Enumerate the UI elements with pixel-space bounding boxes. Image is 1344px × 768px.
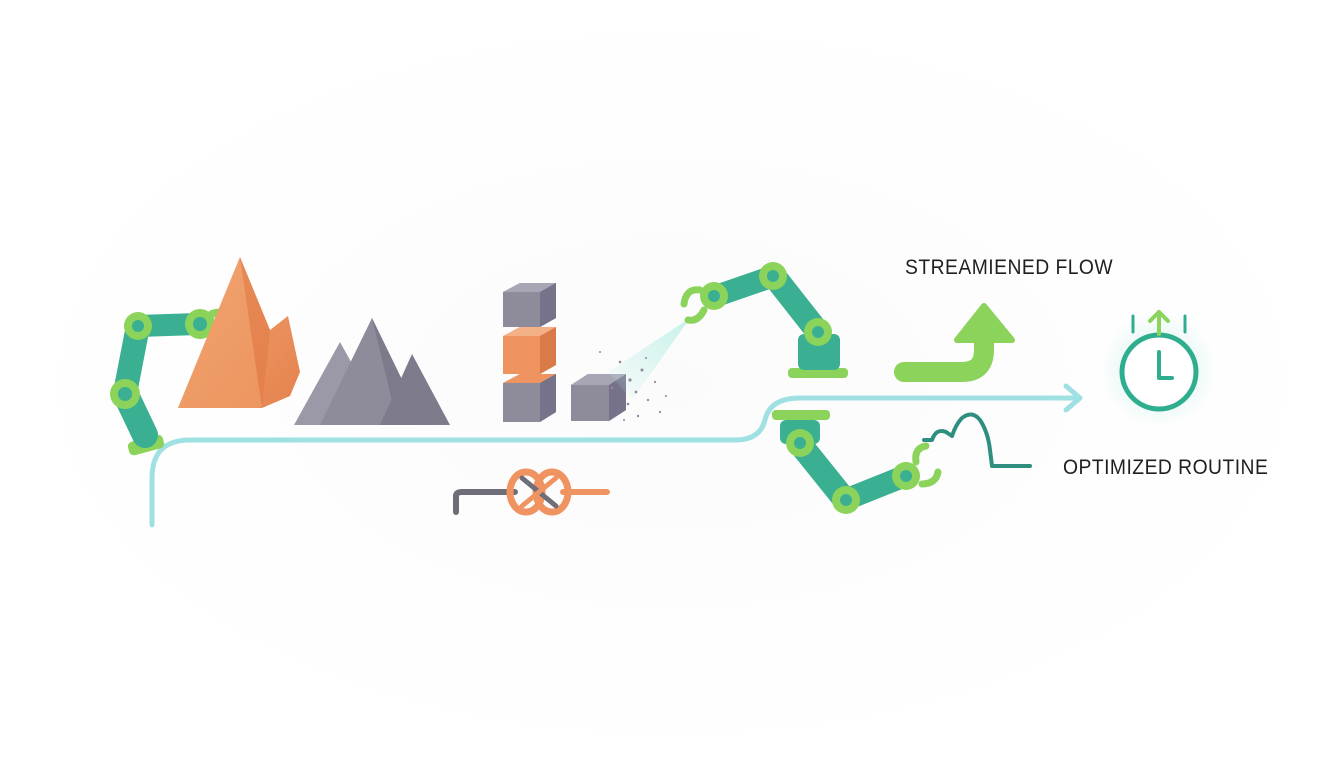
- gray-mountains-shape: [294, 318, 450, 425]
- orange-peak-shape: [178, 257, 300, 408]
- streamlined-flow-label: STREAMIENED FLOW: [905, 256, 1114, 279]
- flow-path: [149, 395, 1081, 528]
- flow-arrowhead-icon: [1063, 383, 1083, 413]
- knot-icon: [453, 468, 610, 516]
- routine-wire: [922, 412, 1032, 468]
- routine-robot-arm: [772, 410, 942, 514]
- spray-robot-arm: [680, 262, 848, 378]
- spray-particles: [599, 318, 690, 421]
- clock-icon: [1101, 310, 1217, 428]
- streamlined-arrow-icon: [894, 303, 1015, 382]
- stacked-cubes: [503, 283, 556, 422]
- optimized-routine-label: OPTIMIZED ROUTINE: [1063, 456, 1269, 479]
